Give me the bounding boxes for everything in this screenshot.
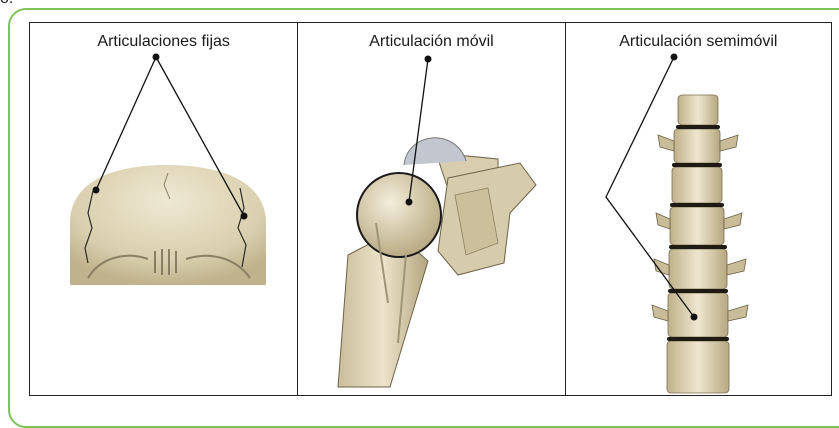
panel-mobile-joint: Articulación móvil [297,23,564,395]
pointer-dot-joint [690,314,697,321]
label-fixed-joints: Articulaciones fijas [30,33,297,51]
joint-types-diagram: Articulaciones fijas [29,22,832,396]
skull-illustration [30,23,298,395]
panel-semimobile-joint: Articulación semimóvil [565,23,831,395]
pointer-dot-left [93,187,100,194]
pointer-dot-top [153,54,160,61]
label-mobile-joint: Articulación móvil [298,33,564,51]
humeral-head [357,173,441,257]
panel-fixed-joints: Articulaciones fijas [30,23,297,395]
pointer-dot-top [670,54,677,61]
spine-illustration [566,23,833,395]
vertebrae [667,95,729,393]
pointer-dot-right [241,213,248,220]
corner-text: o. [0,0,13,8]
label-semimobile-joint: Articulación semimóvil [566,33,831,51]
shoulder-illustration [298,23,566,395]
pointer-dot-joint [406,199,413,206]
pointer-dot-top [425,56,432,63]
